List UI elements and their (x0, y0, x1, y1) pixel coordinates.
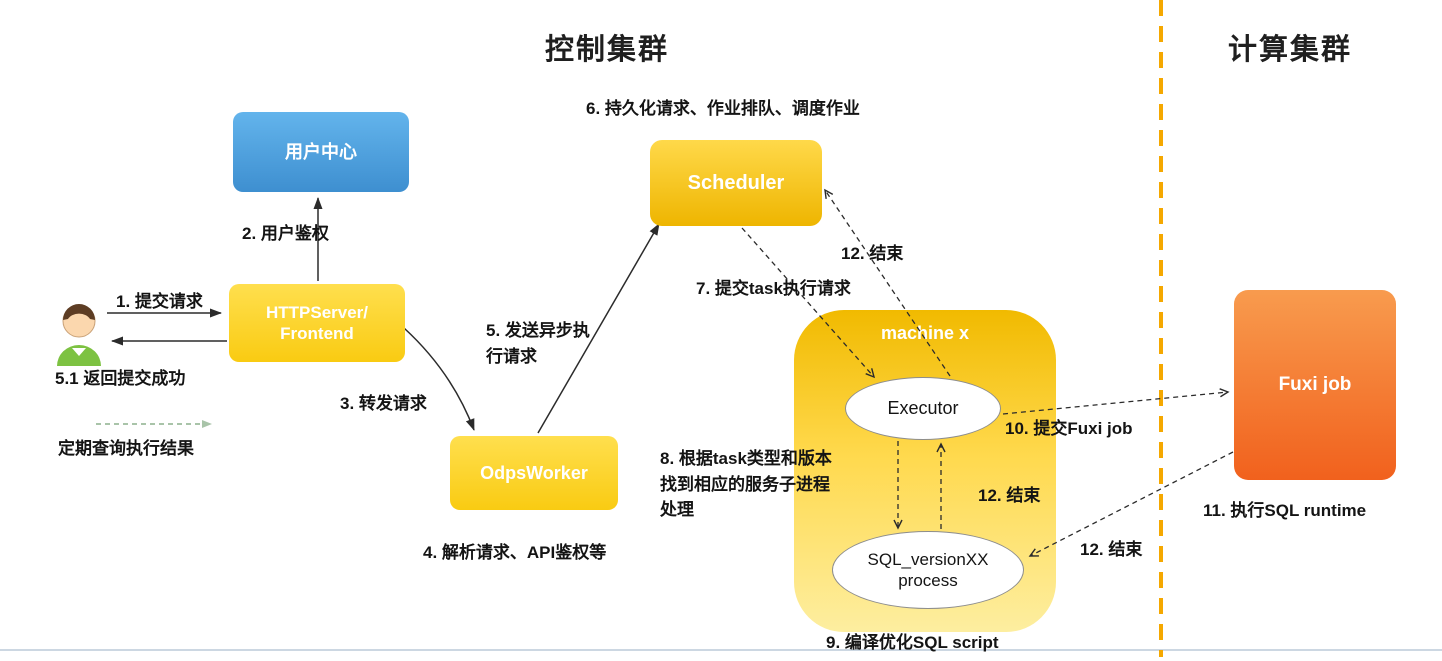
bottom-divider (0, 649, 1442, 651)
step-1-label: 1. 提交请求 (116, 292, 203, 311)
control-cluster-title: 控制集群 (545, 34, 670, 66)
node-scheduler-label: Scheduler (687, 171, 785, 194)
person-icon (57, 304, 101, 366)
node-user-center-label: 用户中心 (285, 141, 357, 162)
arrow-executor-to-scheduler-end (824, 188, 951, 377)
compute-cluster-title: 计算集群 (1228, 34, 1353, 66)
step-7-label: 7. 提交task执行请求 (696, 279, 851, 298)
step-6-label: 6. 持久化请求、作业排队、调度作业 (586, 99, 860, 118)
arrow-fuxijob-to-sqlprocess-end (1028, 451, 1234, 557)
node-scheduler: Scheduler (650, 140, 822, 226)
step-11-label: 11. 执行SQL runtime (1203, 501, 1367, 520)
step-10-label: 10. 提交Fuxi job (1005, 419, 1133, 438)
arrow-executor-to-fuxijob (1002, 388, 1230, 415)
periodic-query-label: 定期查询执行结果 (58, 439, 194, 458)
arrow-scheduler-to-executor (741, 227, 876, 379)
node-machine-x-label: machine x (880, 323, 970, 343)
node-httpserver-frontend: HTTPServer/ Frontend (229, 284, 405, 362)
arrow-odpsworker-to-scheduler (537, 223, 660, 434)
node-odpsworker-label: OdpsWorker (480, 462, 588, 483)
arrow-httpserver-to-odpsworker (403, 327, 475, 431)
step-5-1-label: 5.1 返回提交成功 (55, 369, 186, 388)
node-sql-version-process-label: SQL_versionXX process (867, 549, 989, 590)
step-9-label: 9. 编译优化SQL script (826, 633, 999, 652)
node-fuxi-job: Fuxi job (1234, 290, 1396, 480)
node-odpsworker: OdpsWorker (450, 436, 618, 510)
node-executor: Executor (845, 377, 1001, 440)
step-8-label: 8. 根据task类型和版本 找到相应的服务子进程 处理 (660, 449, 832, 519)
node-httpserver-frontend-label: HTTPServer/ Frontend (265, 302, 369, 343)
node-fuxi-job-label: Fuxi job (1278, 374, 1352, 396)
step-12-to-executor-label: 12. 结束 (978, 486, 1041, 505)
step-4-label: 4. 解析请求、API鉴权等 (423, 543, 607, 562)
step-3-label: 3. 转发请求 (340, 394, 427, 413)
node-executor-label: Executor (887, 398, 959, 419)
step-12-to-sql-process-label: 12. 结束 (1080, 540, 1143, 559)
step-2-label: 2. 用户鉴权 (242, 224, 329, 243)
node-sql-version-process: SQL_versionXX process (832, 531, 1024, 609)
step-12-to-scheduler-label: 12. 结束 (841, 244, 904, 263)
step-5-label: 5. 发送异步执 行请求 (486, 321, 590, 366)
node-user-center: 用户中心 (233, 112, 409, 192)
